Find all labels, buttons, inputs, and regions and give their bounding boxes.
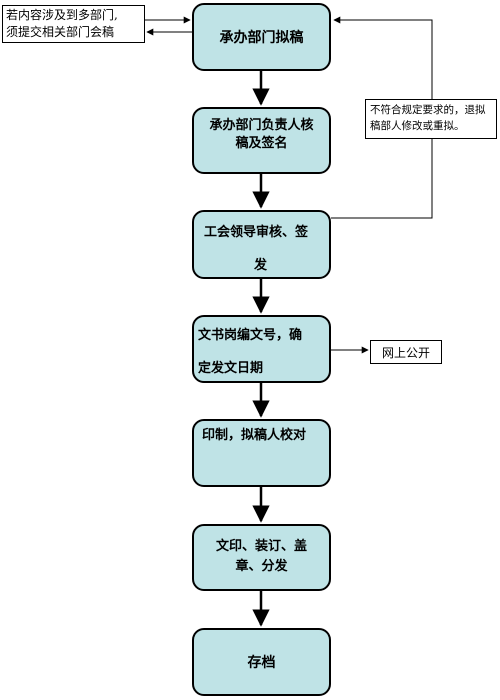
step-dept-head-review-line1: 承办部门负责人核	[209, 118, 314, 133]
step-assign-number: 文书岗编文号，确 定发文日期	[192, 315, 331, 383]
note-publish-online-label: 网上公开	[381, 345, 430, 360]
note-publish-online: 网上公开	[370, 340, 442, 364]
step-union-approve-line1: 工会领导审核、签	[204, 225, 309, 240]
step-union-approve-line2: 发	[254, 258, 268, 273]
step-draft-label: 承办部门拟稿	[219, 30, 304, 46]
step-archive-label: 存档	[247, 655, 276, 671]
step-union-approve: 工会领导审核、签 发	[192, 210, 331, 279]
step-assign-number-line1: 文书岗编文号，确	[198, 328, 303, 343]
note-multi-department: 若内容涉及到多部门, 须提交相关部门会稿	[2, 5, 145, 43]
step-draft: 承办部门拟稿	[192, 3, 331, 71]
step-dept-head-review-line2: 稿及签名	[235, 136, 288, 151]
step-print-proofread: 印制，拟稿人校对	[192, 419, 331, 487]
note-reject-redraft: 不符合规定要求的，退拟 稿部人修改或重拟。	[365, 99, 497, 139]
step-dept-head-review: 承办部门负责人核 稿及签名	[192, 107, 331, 174]
step-assign-number-line2: 定发文日期	[198, 361, 264, 376]
step-bind-seal-distribute-line2: 章、分发	[235, 559, 288, 574]
note-multi-department-line1: 若内容涉及到多部门,	[6, 8, 118, 22]
step-archive: 存档	[192, 628, 331, 696]
step-bind-seal-distribute-line1: 文印、装订、盖	[215, 539, 307, 554]
note-multi-department-line2: 须提交相关部门会稿	[6, 25, 115, 39]
step-bind-seal-distribute: 文印、装订、盖 章、分发	[192, 524, 331, 591]
note-reject-redraft-line1: 不符合规定要求的，退拟	[370, 104, 486, 116]
note-reject-redraft-line2: 稿部人修改或重拟。	[370, 120, 465, 132]
step-print-proofread-label: 印制，拟稿人校对	[202, 428, 307, 443]
